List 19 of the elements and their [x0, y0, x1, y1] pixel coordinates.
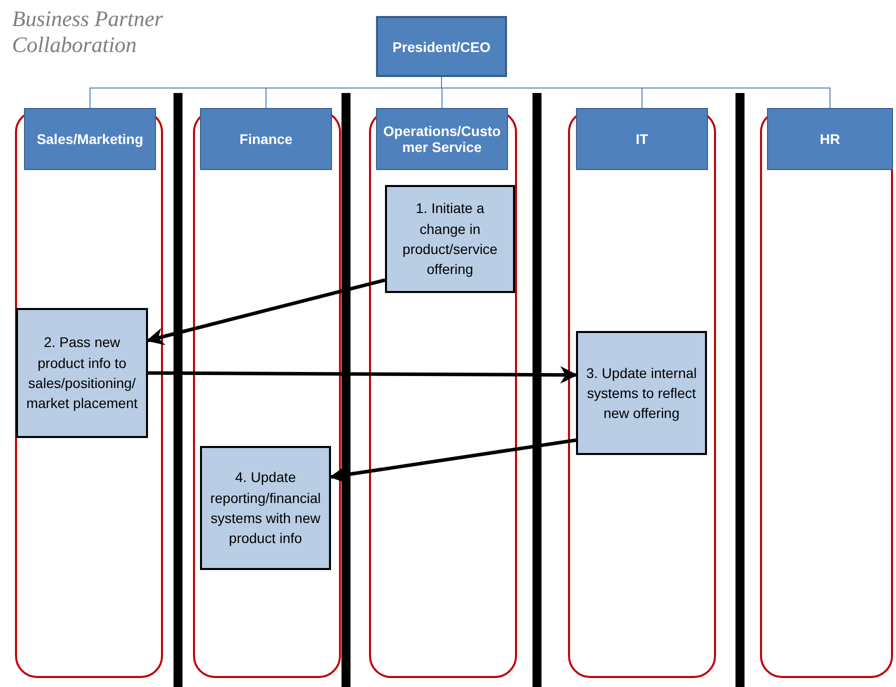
process-box: 4. Update reporting/financial systems with new product info [200, 446, 331, 570]
department-header: Sales/Marketing [24, 108, 156, 170]
department-header: Operations/Customer Service [376, 108, 508, 170]
swimlane [760, 110, 893, 678]
swimlane [15, 110, 163, 678]
department-header: HR [767, 108, 893, 170]
swimlane [568, 110, 716, 678]
arrow [146, 278, 386, 346]
swimlane [193, 110, 341, 678]
process-box: 1. Initiate a change in product/service offering [385, 185, 515, 293]
arrow [329, 438, 576, 484]
role-box: President/CEO [376, 16, 507, 77]
diagram-title: Business Partner Collaboration [12, 6, 164, 59]
swimlane [369, 110, 517, 678]
process-box: 2. Pass new product info to sales/positioning/market placement [16, 308, 148, 438]
process-box: 3. Update internal systems to reflect new offering [576, 331, 707, 455]
department-header: IT [576, 108, 708, 170]
department-header: Finance [200, 108, 332, 170]
arrow [148, 366, 578, 384]
